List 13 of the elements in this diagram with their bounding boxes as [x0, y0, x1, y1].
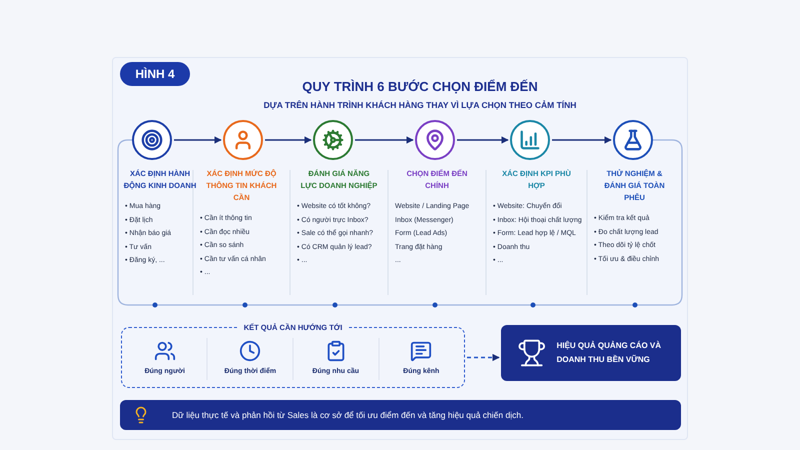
- result-text: HIỆU QUẢ QUẢNG CÁO VÀ DOANH THU BỀN VỮNG: [556, 340, 662, 366]
- note-banner: [120, 400, 681, 430]
- arrow: [552, 136, 612, 144]
- subtitle: DỰA TRÊN HÀNH TRÌNH KHÁCH HÀNG THAY VÌ LỰA CHỌN THEO CẢM TÍNH: [264, 98, 576, 112]
- result-box: [501, 325, 681, 381]
- note-text: Dữ liệu thực tế và phản hồi từ Sales là cơ sở để tối ưu điểm đến và tăng hiệu quả chiến dịch.: [172, 408, 524, 422]
- diagram-title: QUY TRÌNH 6 BƯỚC CHỌN ĐIỂM ĐẾN: [302, 78, 538, 96]
- arrow: [355, 136, 414, 144]
- arrow: [265, 136, 312, 144]
- arrow: [457, 136, 509, 144]
- arrow: [467, 354, 500, 362]
- figure-badge: HÌNH 4: [120, 62, 190, 86]
- arrow: [174, 136, 222, 144]
